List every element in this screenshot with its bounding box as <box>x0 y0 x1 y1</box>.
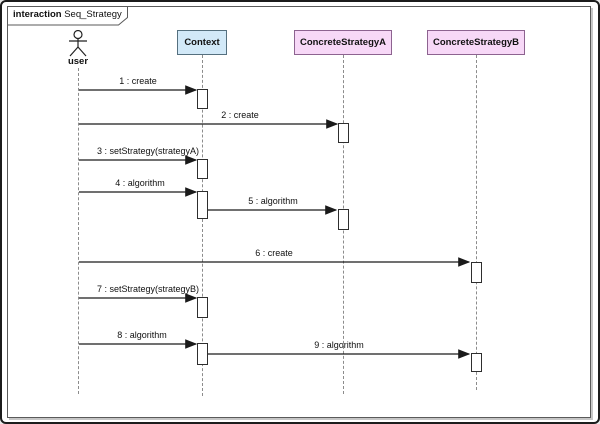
activation-bar-3 <box>196 159 208 179</box>
frame-label-text: interaction Seq_Strategy <box>13 9 122 20</box>
frame-label: interaction Seq_Strategy <box>7 6 129 26</box>
activation-bar-2 <box>337 123 349 143</box>
interaction-frame <box>7 6 591 418</box>
lifeline-head-context: Context <box>177 30 227 55</box>
message-label-2: 2 : create <box>221 110 259 120</box>
activation-bar-5 <box>337 209 349 230</box>
lifeline-head-strategyA: ConcreteStrategyA <box>294 30 392 55</box>
activation-bar-7 <box>196 297 208 318</box>
lifeline-head-strategyB: ConcreteStrategyB <box>427 30 525 55</box>
actor-icon <box>69 30 87 57</box>
message-label-3: 3 : setStrategy(strategyA) <box>96 146 200 156</box>
actor-label-user: user <box>67 56 89 67</box>
message-label-1: 1 : create <box>119 76 157 86</box>
lifeline-context <box>201 55 203 396</box>
message-label-8: 8 : algorithm <box>117 330 167 340</box>
activation-bar-4 <box>196 191 208 219</box>
message-label-4: 4 : algorithm <box>115 178 165 188</box>
frame-name: Seq_Strategy <box>64 9 122 20</box>
activation-bar-9 <box>470 353 482 372</box>
activation-bar-1 <box>196 89 208 109</box>
lifeline-strategyB <box>475 55 477 390</box>
activation-bar-8 <box>196 343 208 365</box>
message-label-9: 9 : algorithm <box>314 340 364 350</box>
lifeline-user <box>77 68 79 394</box>
frame-label-shape <box>7 6 128 26</box>
message-label-5: 5 : algorithm <box>248 196 298 206</box>
message-label-7: 7 : setStrategy(strategyB) <box>96 284 200 294</box>
message-label-6: 6 : create <box>255 248 293 258</box>
activation-bar-6 <box>470 262 482 283</box>
frame-keyword: interaction <box>13 9 62 20</box>
